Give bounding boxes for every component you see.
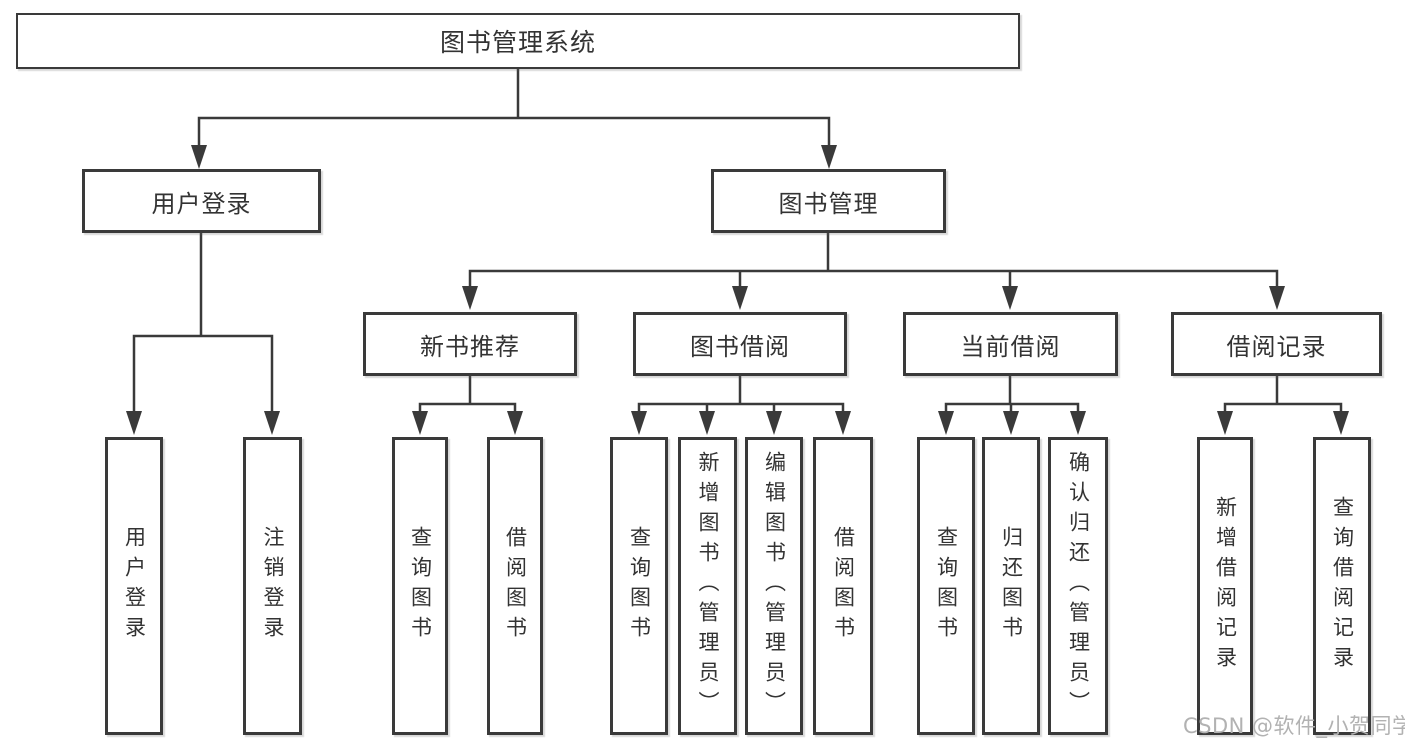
arrow-down-icon [462,286,478,310]
leaf-query-books-borrow: 查询图书 [610,437,668,735]
arrow-down-icon [1217,411,1233,435]
arrow-down-icon [1333,411,1349,435]
arrow-down-icon [766,411,782,435]
leaf-query-books-recommend: 查询图书 [392,437,448,735]
arrow-down-icon [699,411,715,435]
arrow-down-icon [732,286,748,310]
arrow-down-icon [412,411,428,435]
leaf-confirm-return-admin: 确认归还（管理员） [1048,437,1108,735]
leaf-query-borrow-record: 查询借阅记录 [1313,437,1371,735]
node-book-borrow: 图书借阅 [633,312,847,376]
arrow-down-icon [938,411,954,435]
leaf-add-books-admin: 新增图书（管理员） [678,437,737,735]
leaf-borrow-books-borrow: 借阅图书 [813,437,873,735]
arrow-down-icon [821,145,837,169]
arrow-down-icon [835,411,851,435]
arrow-down-icon [1070,411,1086,435]
arrow-down-icon [1002,286,1018,310]
leaf-query-books-current: 查询图书 [917,437,975,735]
node-root-library-system: 图书管理系统 [16,13,1020,69]
arrow-down-icon [126,411,142,435]
leaf-user-login: 用户登录 [105,437,163,735]
arrow-down-icon [1003,411,1019,435]
node-current-borrow: 当前借阅 [903,312,1118,376]
node-book-management: 图书管理 [711,169,946,233]
csdn-watermark: CSDN @软件_小贺同学 [1183,714,1405,738]
leaf-return-books: 归还图书 [982,437,1040,735]
leaf-add-borrow-record: 新增借阅记录 [1197,437,1253,735]
node-user-login: 用户登录 [82,169,321,233]
node-new-book-recommend: 新书推荐 [363,312,577,376]
arrow-down-icon [631,411,647,435]
leaf-edit-books-admin: 编辑图书（管理员） [745,437,803,735]
arrow-down-icon [507,411,523,435]
leaf-borrow-books-recommend: 借阅图书 [487,437,543,735]
leaf-logout: 注销登录 [243,437,302,735]
arrow-down-icon [264,411,280,435]
arrow-down-icon [1269,286,1285,310]
arrow-down-icon [191,145,207,169]
node-borrow-records: 借阅记录 [1171,312,1382,376]
